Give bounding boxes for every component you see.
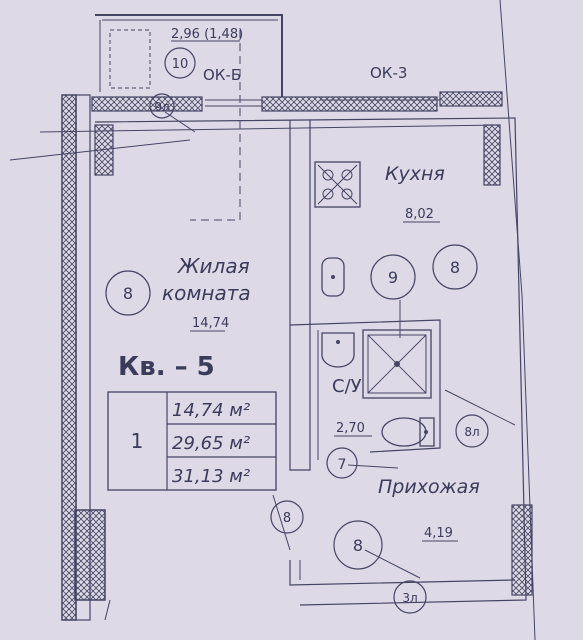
- hall-name: Прихожая: [378, 476, 480, 498]
- kitchen-8-circle: [432, 244, 478, 290]
- area-table: [107, 391, 277, 491]
- hall-8l-label: 8л: [464, 425, 479, 439]
- hall-8b-circle: [333, 520, 383, 570]
- axis-line: [39, 124, 501, 133]
- balcony-9l-label: 9л: [154, 100, 169, 114]
- toilet-icon: [381, 417, 435, 447]
- balcony-window-label: ОК-Б: [203, 66, 241, 84]
- kitchen-9-circle: [370, 254, 416, 300]
- bath-7-label: 7: [338, 457, 347, 473]
- hall-3l-label: 3л: [402, 591, 417, 605]
- apartment-area-living: 14,74 м²: [172, 400, 250, 421]
- window-label-ok3: ОК-3: [370, 64, 407, 82]
- kitchen-name: Кухня: [385, 163, 445, 185]
- living-area: 14,74: [192, 316, 229, 331]
- living-name-line2: комната: [162, 281, 251, 305]
- bathroom-area: 2,70: [336, 421, 365, 436]
- living-8-circle: [105, 270, 151, 316]
- interior-walls: [289, 120, 516, 586]
- balcony-dimension-label: 2,96 (1,48): [171, 27, 243, 42]
- stove-icon: [314, 161, 361, 208]
- apartment-title: Кв. – 5: [118, 352, 215, 382]
- kitchen-9-label: 9: [388, 268, 398, 287]
- kitchen-8-label: 8: [450, 258, 460, 277]
- window-openings: [205, 99, 440, 107]
- bath-7-circle: [326, 447, 358, 479]
- living-name-line1: Жилая: [176, 254, 250, 278]
- apartment-area-total: 29,65 м²: [172, 433, 250, 454]
- kitchen-sink-icon: [321, 257, 345, 297]
- balcony-9l-circle: [149, 93, 175, 119]
- hall-8-circle: [270, 500, 304, 534]
- hall-8b-label: 8: [353, 536, 363, 555]
- living-8-label: 8: [123, 284, 133, 303]
- kitchen-area: 8,02: [405, 207, 434, 222]
- hall-3l-circle: [393, 580, 427, 614]
- shower-tray-icon: [362, 300, 432, 399]
- balcony-outline: [95, 14, 283, 221]
- balcony-room-number: 10: [172, 57, 189, 72]
- apartment-area-total-with-balcony: 31,13 м²: [172, 466, 250, 487]
- balcony-room-circle: [164, 47, 196, 79]
- hall-area: 4,19: [424, 526, 453, 541]
- wash-basin-icon: [321, 332, 355, 368]
- apartment-rooms-count: 1: [131, 429, 144, 453]
- hall-8l-circle: [455, 414, 489, 448]
- bathroom-name: С/У: [332, 376, 362, 397]
- outer-walls: [61, 91, 533, 621]
- hall-8-label: 8: [283, 511, 291, 526]
